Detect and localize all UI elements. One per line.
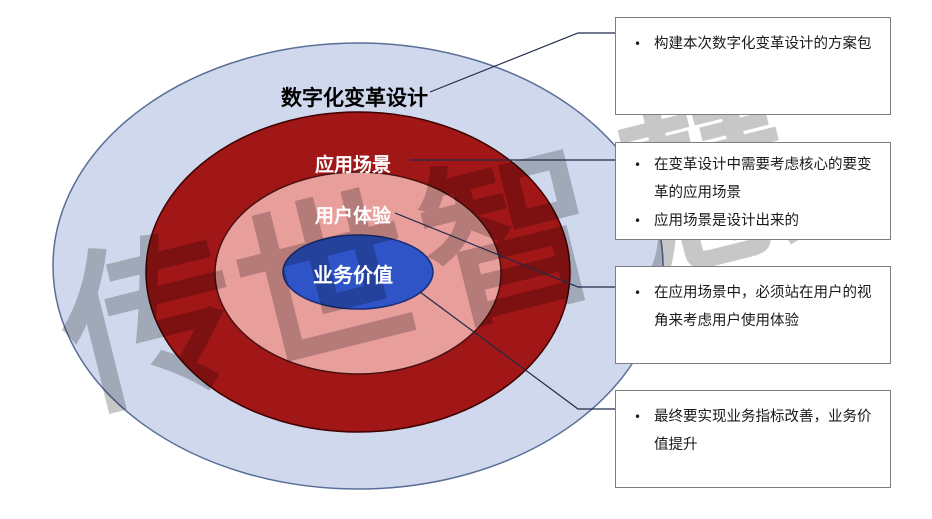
label-business-value: 业务价值 (313, 263, 393, 287)
callout-bullet: 应用场景是设计出来的 (628, 207, 880, 235)
label-user-experience: 用户体验 (315, 205, 392, 227)
connector-experience (394, 212, 615, 288)
callout-bullet: 在应用场景中，必须站在用户的视角来考虑用户使用体验 (628, 279, 880, 335)
callout-bullet: 构建本次数字化变革设计的方案包 (628, 30, 880, 58)
callout-bullet: 最终要实现业务指标改善，业务价值提升 (628, 403, 880, 459)
core-ring-value (282, 234, 434, 310)
callout-box-experience: 在应用场景中，必须站在用户的视角来考虑用户使用体验 (615, 266, 891, 364)
connector-value (419, 291, 615, 410)
callout-box-scenario: 在变革设计中需要考虑核心的要变革的应用场景 应用场景是设计出来的 (615, 142, 891, 240)
connector-lines (394, 32, 615, 410)
callout-box-value: 最终要实现业务指标改善，业务价值提升 (615, 390, 891, 488)
label-digital-transformation-design: 数字化变革设计 (281, 86, 428, 110)
callout-bullet: 在变革设计中需要考虑核心的要变革的应用场景 (628, 151, 880, 207)
connector-outer (429, 32, 615, 93)
label-application-scenario: 应用场景 (315, 154, 392, 176)
callout-box-design: 构建本次数字化变革设计的方案包 (615, 17, 891, 115)
